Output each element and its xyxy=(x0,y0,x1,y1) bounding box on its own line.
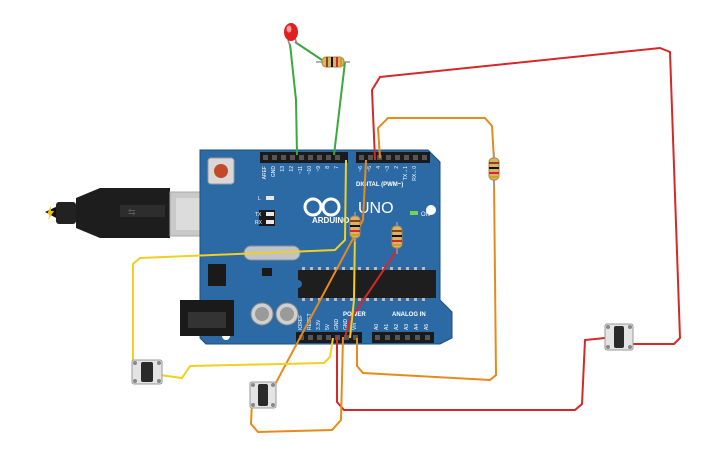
pin-label: 4 xyxy=(376,166,382,169)
wire-green-led-to-resistor[interactable] xyxy=(294,41,323,61)
analog-header[interactable] xyxy=(372,332,434,343)
pin-label: 2 xyxy=(394,166,400,169)
l-led-label: L xyxy=(258,196,261,202)
arduino-uno-board[interactable] xyxy=(180,149,453,345)
analog-label: ANALOG IN xyxy=(392,312,426,318)
pin-label: 7 xyxy=(334,166,340,169)
wire-orange-button-loop[interactable] xyxy=(249,336,344,434)
wire-yellow-resistor-to-gnd[interactable] xyxy=(349,229,356,339)
pin-label: RESET xyxy=(307,313,313,330)
pin-label: A2 xyxy=(394,324,400,330)
pin-label: ~11 xyxy=(298,166,304,174)
pin-label: 5V xyxy=(325,323,331,330)
wire-green-led-to-gnd[interactable] xyxy=(289,43,298,156)
pin-label: A4 xyxy=(414,324,420,330)
pin-label: GND xyxy=(334,319,340,331)
rx-led-label: RX xyxy=(255,220,263,226)
wire-orange-right-loop[interactable] xyxy=(356,179,498,382)
resistor-center-right[interactable] xyxy=(391,222,403,254)
pin-label: ~6 xyxy=(358,166,364,172)
model-label: UNO xyxy=(358,200,394,217)
wire-yellow-pin-to-button[interactable] xyxy=(132,159,347,365)
pin-label: A3 xyxy=(404,324,410,330)
pin-label: A1 xyxy=(384,324,390,330)
digital-header-right[interactable] xyxy=(356,152,430,163)
arduino-infinity-logo xyxy=(303,197,341,217)
tx-led-label: TX xyxy=(255,212,262,218)
pin-label: 13 xyxy=(280,166,286,172)
pin-label: GND xyxy=(343,319,349,331)
pin-label: ~3 xyxy=(385,166,391,172)
power-label: POWER xyxy=(343,312,366,318)
pin-label: ~5 xyxy=(367,166,373,172)
wire-green-resistor-to-pin[interactable] xyxy=(333,61,346,156)
pushbutton-center[interactable] xyxy=(249,381,277,409)
pin-label: TX→1 xyxy=(403,166,409,180)
pin-label: A0 xyxy=(374,324,380,330)
pin-label: A5 xyxy=(424,324,430,330)
pin-label: GND xyxy=(271,166,277,178)
wire-yellow-button-to-gnd[interactable] xyxy=(159,337,334,380)
resistor-right[interactable] xyxy=(488,152,500,188)
pin-label: AREF xyxy=(262,166,268,179)
pin-label: 8 xyxy=(325,166,331,169)
pin-label: 12 xyxy=(289,166,295,172)
resistor-led[interactable] xyxy=(316,56,350,68)
pin-label: ~9 xyxy=(316,166,322,172)
pin-label: IOREF xyxy=(298,315,304,330)
pin-label: 3.3V xyxy=(316,319,322,330)
brand-label: ARDUINO xyxy=(312,216,349,225)
wire-red-top-loop[interactable] xyxy=(370,46,682,345)
resistor-center-left[interactable] xyxy=(349,212,361,242)
lightning-icon xyxy=(47,206,54,220)
pushbutton-right[interactable] xyxy=(604,323,634,351)
digital-label: DIGITAL (PWM~) xyxy=(356,182,403,188)
red-led[interactable] xyxy=(284,23,298,47)
pin-label: RX←0 xyxy=(412,166,418,181)
wire-orange-top-loop[interactable] xyxy=(376,117,495,161)
pin-label: ~10 xyxy=(307,166,313,175)
pushbutton-left[interactable] xyxy=(131,359,163,385)
wire-orange-resistor-down[interactable] xyxy=(270,159,367,393)
pin-label: Vin xyxy=(352,323,358,330)
wire-red-resistor-to-power[interactable] xyxy=(344,249,398,338)
analog-pin-labels: A0 A1 A2 A3 A4 A5 xyxy=(374,324,430,330)
wire-red-bottom-loop[interactable] xyxy=(336,337,606,411)
on-label: ON xyxy=(421,212,430,218)
svg-text:⇆: ⇆ xyxy=(128,207,136,217)
